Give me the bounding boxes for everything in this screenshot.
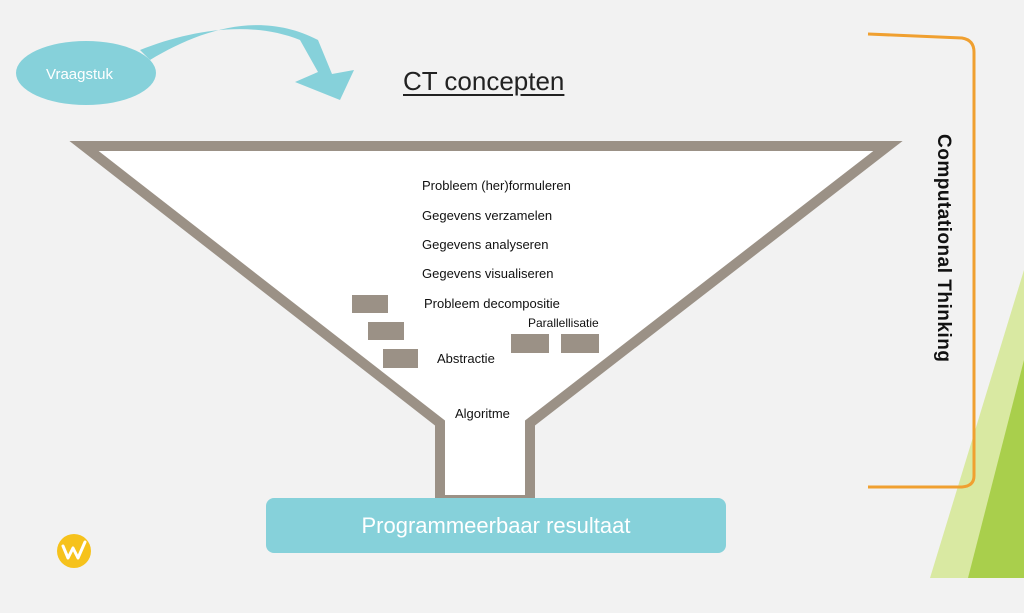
result-label: Programmeerbaar resultaat <box>361 512 631 538</box>
abstractie-label: Abstractie <box>437 351 495 366</box>
block-2 <box>368 322 404 340</box>
block-5 <box>561 334 599 353</box>
logo-w <box>61 540 87 560</box>
concept-2: Gegevens verzamelen <box>422 208 553 223</box>
block-1 <box>352 295 388 313</box>
bracket <box>867 32 976 489</box>
concept-1: Probleem (her)formuleren <box>422 178 571 193</box>
curved-arrow <box>140 25 354 101</box>
vraagstuk-ellipse <box>16 41 156 105</box>
vraagstuk-label: Vraagstuk <box>46 66 113 83</box>
algoritme-label: Algoritme <box>455 406 510 421</box>
computational-thinking-label: Computational Thinking <box>933 134 954 363</box>
funnel <box>69 141 903 505</box>
green-triangle-dark <box>968 360 1024 578</box>
concept-3: Gegevens analyseren <box>422 237 549 252</box>
page-title: CT concepten <box>403 66 565 96</box>
parallellisatie-label: Parallellisatie <box>528 316 599 330</box>
concept-5: Probleem decompositie <box>424 296 560 311</box>
concept-4: Gegevens visualiseren <box>422 266 554 281</box>
result-box: Programmeerbaar resultaat <box>266 498 726 553</box>
block-4 <box>511 334 549 353</box>
block-3 <box>383 349 418 368</box>
